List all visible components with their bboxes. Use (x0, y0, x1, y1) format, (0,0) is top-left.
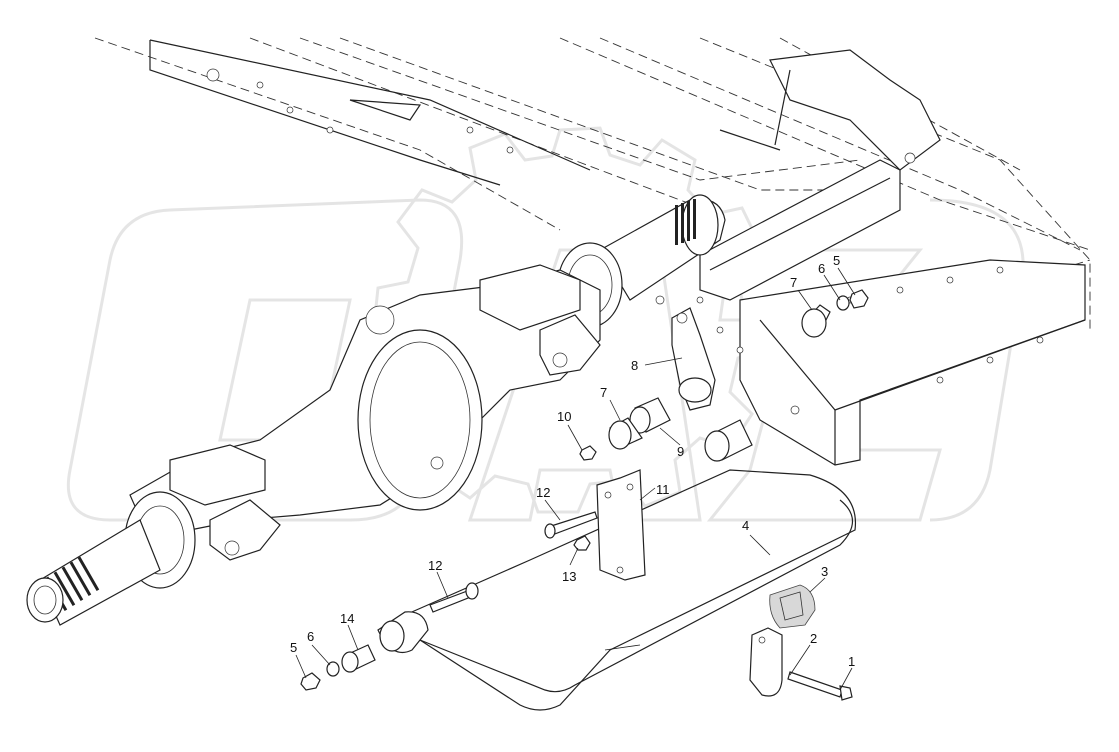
callout-13: 13 (562, 569, 576, 584)
callout-12-lower: 12 (428, 558, 442, 573)
link-arm (671, 307, 716, 411)
callout-9: 9 (677, 444, 684, 459)
callout-12-upper: 12 (536, 485, 550, 500)
callout-11: 11 (656, 482, 670, 497)
callouts: 1 2 3 4 5 6 7 8 7 9 10 11 12 13 12 14 6 … (290, 253, 855, 669)
callout-7-lower: 7 (600, 385, 607, 400)
callout-2: 2 (810, 631, 817, 646)
callout-5-lower: 5 (290, 640, 297, 655)
callout-6-lower: 6 (307, 629, 314, 644)
callout-3: 3 (821, 564, 828, 579)
stabilizer-bar (377, 469, 857, 711)
callout-1: 1 (848, 654, 855, 669)
callout-14: 14 (340, 611, 354, 626)
axle-assembly (26, 194, 726, 626)
callout-5-upper: 5 (833, 253, 840, 268)
callout-8: 8 (631, 358, 638, 373)
callout-7-upper: 7 (790, 275, 797, 290)
callout-4: 4 (742, 518, 749, 533)
callout-10: 10 (557, 409, 571, 424)
callout-6-upper: 6 (818, 261, 825, 276)
chassis-frame (94, 37, 1091, 466)
leader-lines (295, 267, 856, 691)
bushings-and-fasteners (300, 289, 869, 701)
